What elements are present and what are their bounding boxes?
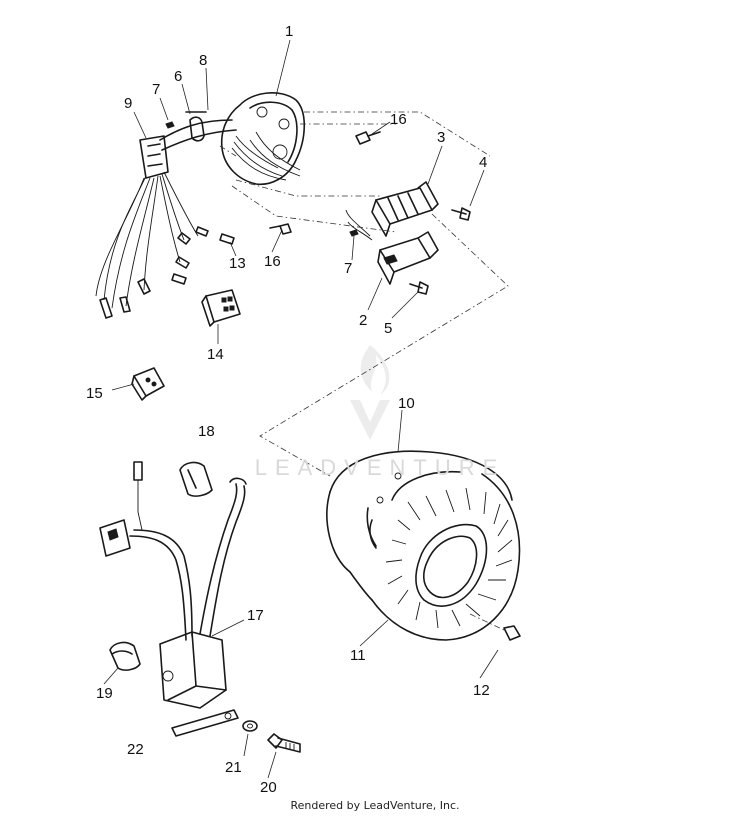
- washer-21: [242, 720, 258, 732]
- plug-connector: [201, 289, 241, 327]
- flywheel: [326, 450, 521, 641]
- leader-lines: [103, 39, 499, 779]
- connector-block: [95, 135, 209, 319]
- callout-9: 9: [124, 95, 133, 112]
- terminal-13: [219, 233, 235, 245]
- callout-8: 8: [199, 52, 208, 69]
- callout-14: 14: [207, 346, 224, 363]
- callout-21: 21: [225, 759, 242, 776]
- callout-22: 22: [127, 741, 144, 758]
- screw-16-top: [355, 131, 381, 145]
- exciter-coil: [345, 209, 439, 285]
- callout-13: 13: [229, 255, 246, 272]
- screw-16-bottom: [269, 223, 292, 235]
- callout-12: 12: [473, 682, 490, 699]
- callout-16-bottom: 16: [264, 253, 281, 270]
- screw-5: [409, 281, 429, 295]
- bolt-20: [267, 733, 301, 753]
- flywheel-bolt: [469, 613, 521, 641]
- callout-2: 2: [359, 312, 368, 329]
- assembly-lines: [219, 111, 509, 477]
- callout-11: 11: [350, 647, 366, 664]
- callout-20: 20: [260, 779, 277, 796]
- callout-5: 5: [384, 320, 393, 337]
- callout-3: 3: [437, 129, 446, 146]
- watermark-logo-icon: [350, 345, 390, 440]
- small-connector: [131, 367, 165, 401]
- bracket-strap: [171, 709, 239, 737]
- callout-19: 19: [96, 685, 113, 702]
- callout-7-top: 7: [152, 81, 161, 98]
- spark-cap: [109, 641, 141, 671]
- watermark-text: LEADVENTURE: [254, 455, 506, 480]
- lighting-coil: [371, 181, 439, 237]
- callout-17: 17: [247, 607, 264, 624]
- callout-10: 10: [398, 395, 415, 412]
- callout-4: 4: [479, 154, 488, 171]
- callout-7-bottom: 7: [344, 260, 353, 277]
- wire-harness: [159, 111, 237, 151]
- footer-credit: Rendered by LeadVenture, Inc.: [290, 799, 460, 812]
- washer-7: [165, 121, 359, 237]
- screw-4: [451, 207, 471, 221]
- callout-18: 18: [198, 423, 215, 440]
- callout-15: 15: [86, 385, 103, 402]
- callout-1: 1: [285, 23, 294, 40]
- stator-plate: [220, 92, 306, 186]
- callout-16-top: 16: [390, 111, 407, 128]
- callout-6: 6: [174, 68, 183, 85]
- ignition-coil: [99, 461, 247, 709]
